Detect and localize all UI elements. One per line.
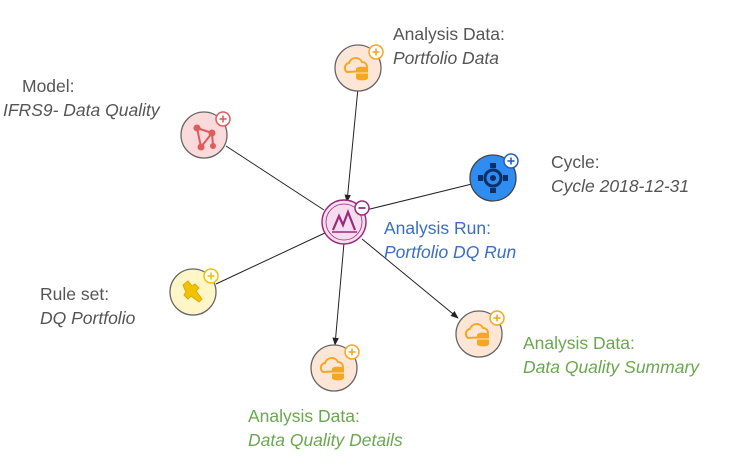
cloud-database-icon [343,57,368,81]
cycle-title: Cycle: [551,152,600,172]
model-title: Model: [22,76,75,96]
model-subtitle: IFRS9- Data Quality [3,100,161,120]
wrench-icon [182,280,203,303]
analysis-chart-icon [331,208,357,233]
cycle-gear-icon [478,163,508,193]
node-portfolio-data[interactable] [334,44,384,92]
analysis-run-subtitle: Portfolio DQ Run [384,242,516,262]
edge-portfolio-data-to-run [344,87,359,203]
node-cycle[interactable] [469,153,519,202]
plus-badge-icon[interactable] [503,153,519,169]
dq-details-subtitle: Data Quality Details [248,430,403,450]
edge-run-to-dq-details [332,242,345,346]
cloud-database-icon [319,357,344,381]
node-model[interactable] [180,111,231,159]
edge-cycle-to-run [365,183,473,211]
node-dq-summary[interactable] [455,310,505,358]
rule-set-title: Rule set: [40,284,109,304]
plus-badge-icon[interactable] [368,44,384,60]
rule-set-subtitle: DQ Portfolio [40,308,136,328]
node-dq-details[interactable] [310,344,360,392]
analysis-run-title: Analysis Run: [384,218,491,238]
edges [215,87,473,346]
plus-badge-icon[interactable] [203,268,219,284]
node-analysis-run[interactable] [321,199,370,245]
dq-summary-subtitle: Data Quality Summary [523,357,700,377]
dq-summary-title: Analysis Data: [523,333,635,353]
dq-details-title: Analysis Data: [248,406,360,426]
portfolio-data-title: Analysis Data: [393,24,505,44]
edge-model-to-run [225,145,325,211]
edge-ruleset-to-run [215,231,328,285]
portfolio-data-subtitle: Portfolio Data [393,48,499,68]
edge-run-to-dq-summary [361,238,459,319]
cloud-database-icon [464,323,489,347]
plus-badge-icon[interactable] [489,310,505,326]
minus-badge-icon[interactable] [354,200,370,216]
node-rule-set[interactable] [169,268,219,316]
labels: Analysis Data: Portfolio Data Model: IFR… [3,24,700,450]
plus-badge-icon[interactable] [344,344,360,360]
model-graph-icon [193,124,216,151]
cycle-subtitle: Cycle 2018-12-31 [551,176,689,196]
plus-badge-icon[interactable] [215,111,231,127]
